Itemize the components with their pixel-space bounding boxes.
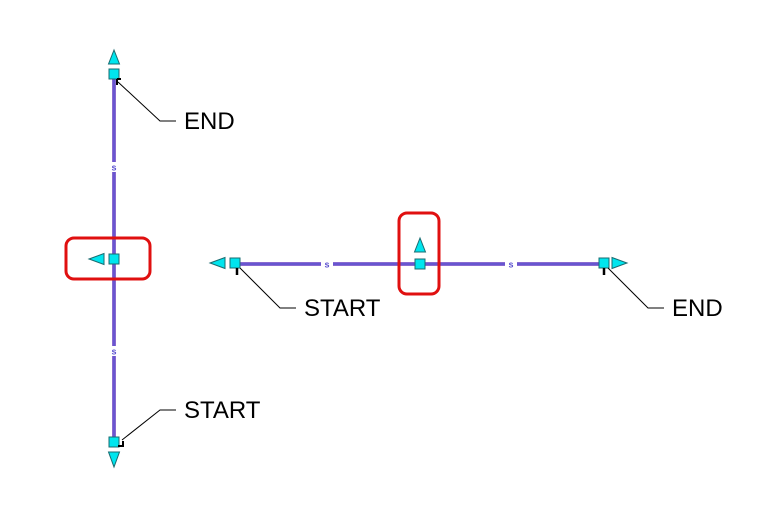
vertical-mid-square-grip[interactable] bbox=[108, 253, 120, 265]
segment-tag-text: s bbox=[508, 260, 513, 270]
vertical-start-label: START bbox=[184, 397, 261, 424]
vertical-end-tick bbox=[116, 78, 121, 85]
horizontal-end-callout: END bbox=[607, 267, 723, 322]
horizontal-segment-tag-right: s bbox=[505, 259, 517, 270]
horizontal-line[interactable]: s s bbox=[208, 236, 629, 275]
segment-tag-text: s bbox=[111, 347, 116, 357]
vertical-end-label: END bbox=[184, 108, 235, 135]
horizontal-mid-square-grip[interactable] bbox=[414, 258, 426, 270]
horizontal-start-square-grip[interactable] bbox=[229, 257, 241, 269]
vertical-end-callout: END bbox=[117, 81, 235, 135]
segment-tag-text: s bbox=[111, 163, 116, 173]
horizontal-segment-tag-left: s bbox=[321, 259, 333, 270]
vertical-start-arrow-grip[interactable] bbox=[107, 451, 121, 469]
vertical-end-square-grip[interactable] bbox=[108, 68, 120, 80]
horizontal-start-leader bbox=[239, 267, 296, 309]
horizontal-midpoint-highlight bbox=[397, 211, 441, 296]
vertical-segment-tag-upper: s bbox=[108, 162, 120, 173]
vertical-line[interactable]: s s bbox=[87, 48, 124, 469]
horizontal-start-callout: START bbox=[239, 267, 381, 322]
vertical-end-leader bbox=[117, 81, 176, 122]
vertical-start-tick bbox=[118, 441, 124, 447]
horizontal-start-label: START bbox=[304, 295, 381, 322]
segment-tag-text: s bbox=[324, 260, 329, 270]
horizontal-end-arrow-grip[interactable] bbox=[611, 256, 629, 270]
vertical-start-leader bbox=[121, 409, 176, 441]
horizontal-start-arrow-grip[interactable] bbox=[208, 256, 226, 270]
vertical-start-callout: START bbox=[121, 397, 261, 441]
vertical-segment-tag-lower: s bbox=[108, 346, 120, 357]
horizontal-mid-arrow-grip[interactable] bbox=[413, 236, 427, 253]
horizontal-end-label: END bbox=[672, 295, 723, 322]
vertical-start-square-grip[interactable] bbox=[108, 436, 120, 448]
vertical-midpoint-highlight bbox=[64, 236, 152, 281]
vertical-mid-arrow-grip[interactable] bbox=[87, 252, 105, 266]
horizontal-end-square-grip[interactable] bbox=[598, 257, 610, 269]
vertical-end-arrow-grip[interactable] bbox=[107, 48, 121, 65]
horizontal-end-leader bbox=[607, 267, 664, 309]
